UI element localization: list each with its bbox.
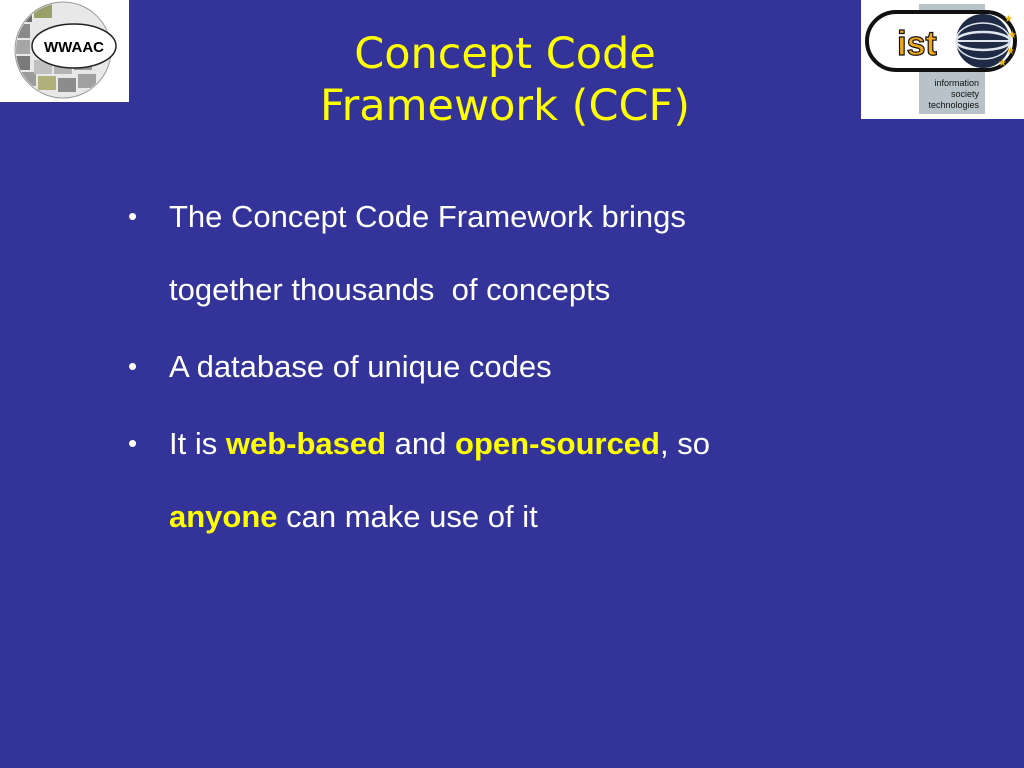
bullet-3-part-1: It is: [169, 426, 226, 461]
eu-star-icon: ★: [998, 58, 1007, 69]
highlight-anyone: anyone: [169, 499, 278, 534]
ist-logo: ist ★ ★ ★ ★ information society technolo…: [861, 0, 1024, 119]
bullet-dot-icon: •: [128, 351, 138, 381]
eu-star-icon: ★: [1008, 30, 1017, 41]
bullet-dot-icon: •: [128, 201, 138, 231]
bullet-item-1: • The Concept Code Framework brings toge…: [126, 180, 906, 326]
ist-mark-text: ist: [897, 25, 937, 63]
wwaac-logo-text: WWAAC: [44, 39, 104, 56]
bullet-3-part-3: , so: [659, 426, 710, 461]
bullet-3-part-2: and: [386, 426, 456, 461]
eu-star-icon: ★: [1004, 14, 1013, 25]
ist-tagline-3: technologies: [928, 100, 979, 110]
bullet-item-3: • It is web-based and open-sourced, so a…: [126, 407, 906, 553]
ist-tagline-2: society: [951, 89, 980, 99]
bullet-2-text: A database of unique codes: [169, 349, 552, 384]
highlight-web-based: web-based: [225, 426, 387, 461]
highlight-open-sourced: open-sourced: [455, 426, 660, 461]
ist-logo-graphic: ist ★ ★ ★ ★ information society technolo…: [865, 4, 1017, 114]
slide-title: Concept Code Framework (CCF): [180, 28, 830, 132]
bullet-3-part-4: can make use of it: [277, 499, 538, 534]
bullet-1-line-1: The Concept Code Framework brings: [169, 199, 686, 234]
slide-title-line-1: Concept Code: [354, 29, 656, 79]
bullet-list: • The Concept Code Framework brings toge…: [126, 180, 906, 557]
slide-title-line-2: Framework (CCF): [319, 81, 691, 131]
wwaac-globe-icon: WWAAC: [14, 1, 117, 99]
bullet-item-2: • A database of unique codes: [126, 330, 906, 403]
bullet-1-line-2: together thousands of concepts: [169, 272, 611, 307]
ist-tagline-1: information: [934, 78, 979, 88]
bullet-dot-icon: •: [128, 428, 138, 458]
eu-star-icon: ★: [1006, 46, 1015, 57]
wwaac-logo: WWAAC: [0, 0, 129, 102]
